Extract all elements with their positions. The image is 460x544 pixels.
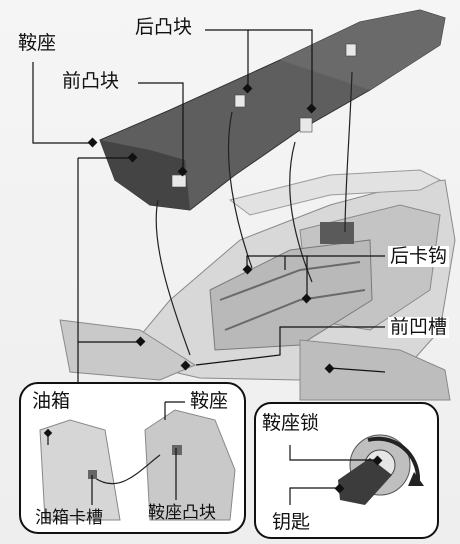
leader-lines bbox=[32, 29, 386, 398]
rear-frame-body bbox=[59, 169, 456, 401]
movement-arrows bbox=[155, 71, 353, 356]
inset-fuel-tank-seat bbox=[19, 382, 246, 534]
label-seat-inset: 鞍座 bbox=[190, 390, 229, 412]
label-seat-lock: 鞍座锁 bbox=[262, 412, 320, 434]
label-fuel-tank: 油箱 bbox=[32, 390, 71, 412]
label-seat: 鞍座 bbox=[18, 32, 57, 54]
label-rear-hooks: 后卡钩 bbox=[388, 245, 450, 267]
label-front-tab: 前凸块 bbox=[62, 70, 120, 92]
label-rear-tabs: 后凸块 bbox=[135, 16, 193, 38]
label-front-recess: 前凹槽 bbox=[388, 316, 450, 338]
inset-seat-lock bbox=[254, 402, 439, 539]
label-seat-tab: 鞍座凸块 bbox=[148, 503, 216, 523]
leader-dots bbox=[87, 83, 335, 374]
label-fuel-tank-slot: 油箱卡槽 bbox=[35, 508, 103, 528]
label-key: 钥匙 bbox=[272, 511, 311, 533]
